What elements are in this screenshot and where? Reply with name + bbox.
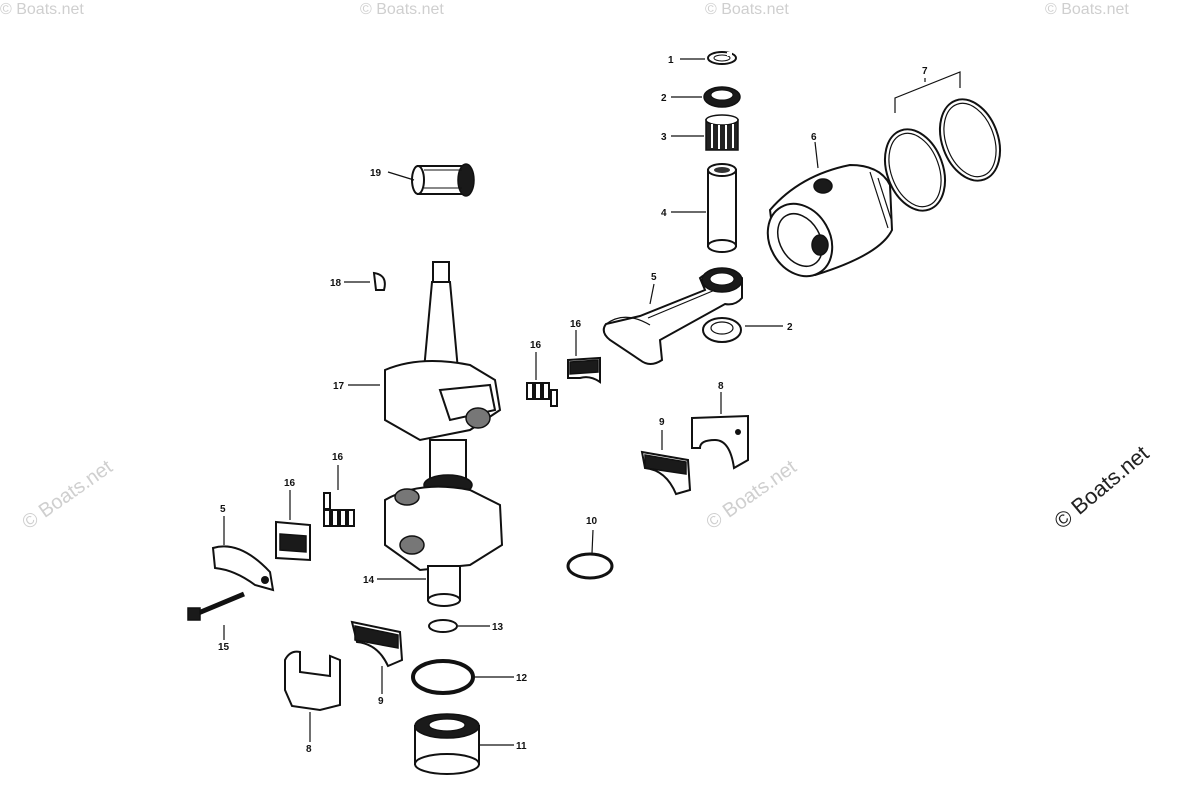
callout-16-lower-cage: 16 (284, 478, 296, 489)
part-12-seal-ring (411, 659, 475, 695)
part-5-rod-cap (211, 545, 275, 592)
callout-13: 13 (492, 622, 504, 633)
part-10-retaining-ring (566, 552, 614, 580)
part-16-loose-rollers-lower (323, 492, 355, 527)
part-8-bearing-half-lower (284, 650, 341, 712)
part-2-thrust-washer-bottom (702, 317, 742, 343)
callout-10: 10 (586, 516, 598, 527)
callout-5-cap: 5 (220, 504, 226, 515)
callout-16-lower-left: 16 (332, 452, 344, 463)
part-7-piston-rings (884, 98, 1001, 212)
part-16-needle-rollers-upper (567, 356, 601, 384)
callout-16-upper-left: 16 (530, 340, 542, 351)
watermarks: © Boats.net © Boats.net © Boats.net © Bo… (0, 1, 1154, 534)
part-17-crankshaft (384, 261, 504, 607)
watermark-main: © Boats.net (1049, 441, 1153, 534)
part-15-bolt (187, 591, 245, 621)
callout-18: 18 (330, 278, 342, 289)
callout-19: 19 (370, 168, 382, 179)
callout-6: 6 (811, 132, 817, 143)
part-13-o-ring (428, 619, 458, 633)
part-8-bearing-half-upper (691, 414, 749, 470)
callout-14: 14 (363, 575, 375, 586)
part-19-bearing (411, 163, 475, 197)
callout-8-lower: 8 (306, 744, 312, 755)
callout-labels: 1 2 3 4 5 2 6 7 19 18 17 16 16 16 16 9 8… (218, 55, 928, 755)
part-16-needle-cage-lower (275, 520, 311, 562)
part-4-wrist-pin (707, 163, 737, 253)
callout-3: 3 (661, 132, 667, 143)
part-16-loose-rollers-upper (526, 382, 558, 407)
part-9-bearing-half-lower (350, 620, 404, 668)
part-3-needle-bearing (705, 114, 739, 151)
watermark-top-2: © Boats.net (360, 1, 444, 18)
callout-2-bottom: 2 (787, 322, 793, 333)
part-9-bearing-half-upper (640, 450, 692, 496)
part-5-connecting-rod (602, 267, 743, 365)
leader-lines (223, 58, 961, 746)
callout-4: 4 (661, 208, 667, 219)
callout-9-upper: 9 (659, 417, 665, 428)
callout-11: 11 (516, 741, 527, 752)
callout-2-top: 2 (661, 93, 667, 104)
watermark-top-3: © Boats.net (705, 1, 789, 18)
callout-17: 17 (333, 381, 345, 392)
callout-16-upper-right: 16 (570, 319, 582, 330)
part-1-retaining-ring (707, 51, 737, 65)
watermark-mid-left: © Boats.net (18, 456, 117, 534)
part-2-thrust-washer-top (703, 86, 741, 108)
callout-9-lower: 9 (378, 696, 384, 707)
part-18-woodruff-key (372, 271, 386, 291)
callout-5-rod: 5 (651, 272, 657, 283)
watermark-top-1: © Boats.net (0, 1, 84, 18)
part-6-piston (766, 163, 894, 278)
watermark-top-4: © Boats.net (1045, 1, 1129, 18)
callout-15: 15 (218, 642, 230, 653)
part-11-ball-bearing (414, 713, 480, 775)
callout-12: 12 (516, 673, 528, 684)
callout-1: 1 (668, 55, 674, 66)
callout-8-upper: 8 (718, 381, 724, 392)
watermark-mid-center: © Boats.net (702, 456, 801, 534)
callout-7: 7 (922, 66, 928, 77)
